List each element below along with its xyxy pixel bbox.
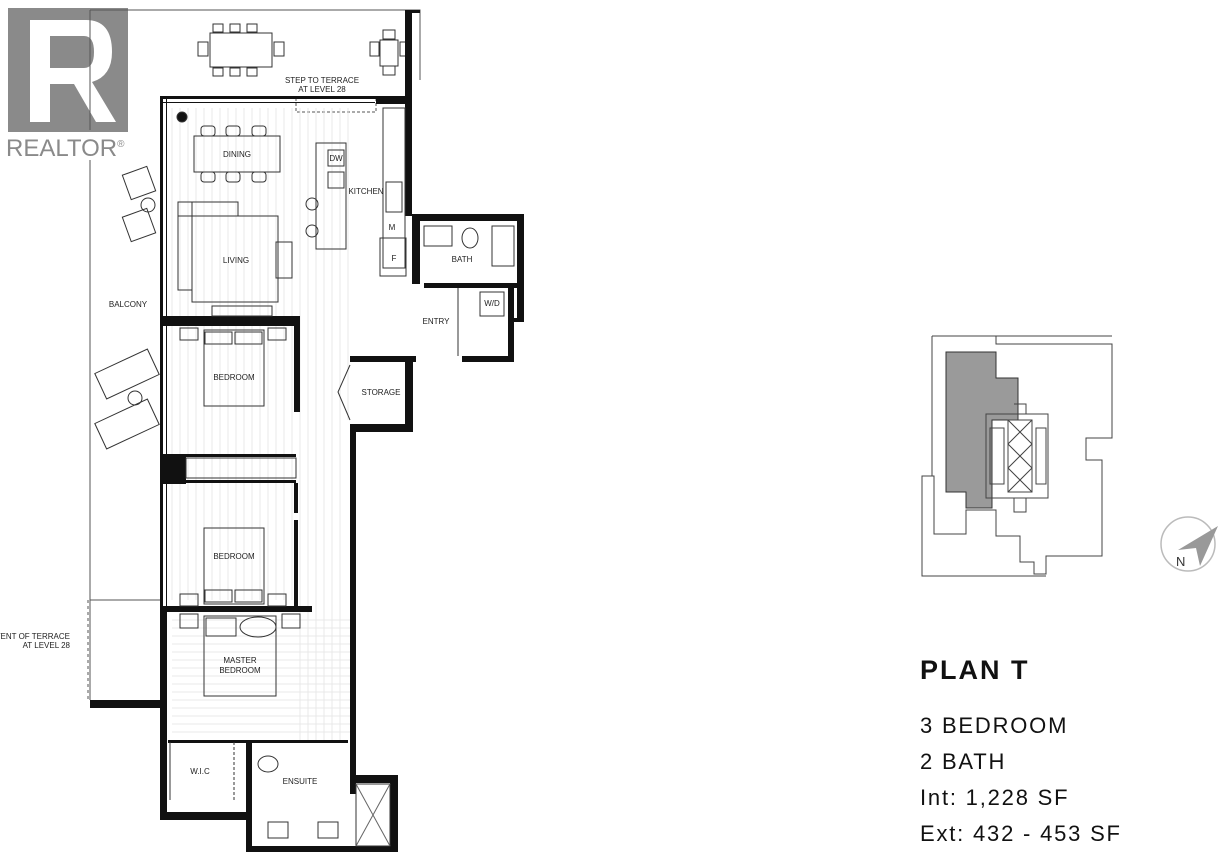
exterior-area: Ext: 432 - 453 SF — [920, 821, 1122, 846]
terrace-furniture — [197, 23, 410, 77]
label-master-2: BEDROOM — [219, 666, 261, 675]
label-living: LIVING — [223, 256, 249, 265]
terrace-outline — [87, 9, 421, 700]
label-extent-2: AT LEVEL 28 — [23, 641, 71, 650]
label-wic: W.I.C — [190, 767, 210, 776]
label-storage: STORAGE — [362, 388, 401, 397]
north-compass-icon: N — [1160, 516, 1218, 572]
realtor-logo — [8, 8, 128, 132]
label-dw: DW — [329, 154, 343, 163]
registered-mark: ® — [117, 139, 125, 150]
label-bedroom-2: BEDROOM — [213, 552, 255, 561]
plan-title: PLAN T — [920, 655, 1030, 685]
floor-hatch — [171, 108, 350, 740]
realtor-wordmark: REALTOR® — [6, 135, 125, 163]
label-ensuite: ENSUITE — [283, 777, 318, 786]
label-dining: DINING — [223, 150, 251, 159]
label-balcony: BALCONY — [109, 300, 148, 309]
walls — [90, 10, 524, 852]
realtor-wordmark-text: REALTOR — [6, 135, 118, 162]
key-plan — [921, 335, 1113, 577]
label-step-terrace-2: AT LEVEL 28 — [298, 85, 346, 94]
label-bath: BATH — [452, 255, 473, 264]
label-m: M — [389, 223, 396, 232]
bedroom-count: 3 BEDROOM — [920, 713, 1069, 738]
label-entry: ENTRY — [423, 317, 451, 326]
label-f: F — [392, 254, 397, 263]
label-wd: W/D — [484, 299, 500, 308]
compass-letter: N — [1176, 554, 1185, 569]
room-labels: STEP TO TERRACE AT LEVEL 28 DINING DW KI… — [0, 76, 500, 786]
label-bedroom-1: BEDROOM — [213, 373, 255, 382]
bath-count: 2 BATH — [920, 749, 1007, 774]
interior-area: Int: 1,228 SF — [920, 785, 1070, 810]
fixtures — [169, 107, 515, 847]
plan-info-panel: PLAN T 3 BEDROOM 2 BATH Int: 1,228 SF Ex… — [920, 655, 1210, 852]
label-kitchen: KITCHEN — [348, 187, 383, 196]
label-master-1: MASTER — [223, 656, 257, 665]
label-extent-1: EXTENT OF TERRACE — [0, 632, 70, 641]
label-step-terrace-1: STEP TO TERRACE — [285, 76, 359, 85]
balcony-furniture — [94, 165, 160, 450]
